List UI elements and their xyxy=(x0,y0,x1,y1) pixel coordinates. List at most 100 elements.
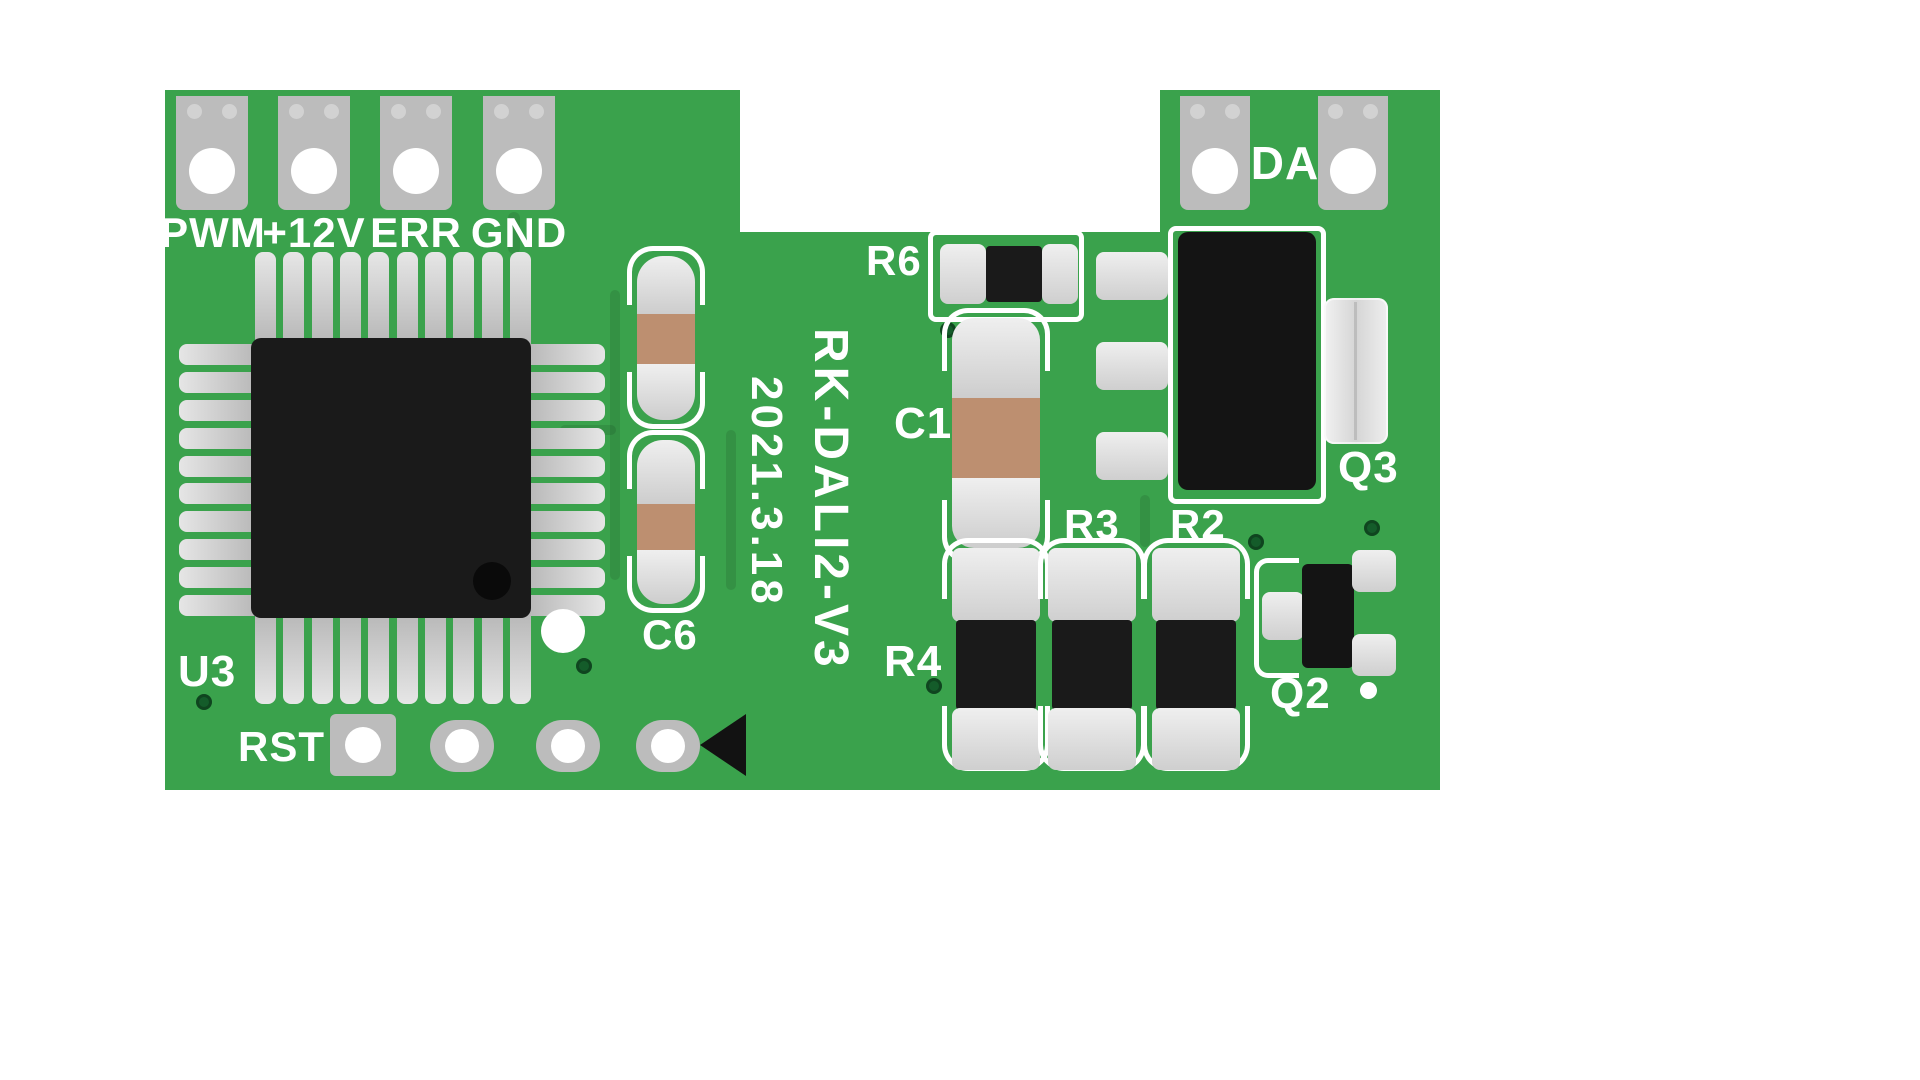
ic-pin xyxy=(424,610,446,704)
connector-pad-gnd xyxy=(483,96,555,210)
capacitor-band xyxy=(637,504,695,550)
rst-round-pad xyxy=(636,720,700,772)
mounting-hole xyxy=(541,609,585,653)
ic-pin xyxy=(311,252,333,346)
transistor-q2-body xyxy=(1302,564,1354,668)
pad-hole xyxy=(189,148,235,194)
pad-pilot-hole xyxy=(289,104,304,119)
label-12v: +12V xyxy=(262,209,366,256)
arrow-icon xyxy=(700,714,746,776)
solder-pad xyxy=(1048,548,1136,622)
label-c1: C1 xyxy=(894,399,953,448)
silkscreen-bracket xyxy=(627,372,705,429)
ic-u3-body xyxy=(251,338,531,618)
capacitor-end xyxy=(952,478,1040,548)
pad-hole xyxy=(496,148,542,194)
capacitor-end xyxy=(952,318,1040,398)
silkscreen-dot xyxy=(1360,682,1377,699)
ic-pin xyxy=(179,483,259,505)
pad-hole xyxy=(551,729,585,763)
ic-pin xyxy=(525,594,605,616)
capacitor-end xyxy=(637,550,695,604)
ic-pin xyxy=(368,252,390,346)
pad-hole xyxy=(651,729,685,763)
solder-pad xyxy=(1048,708,1136,770)
ic-pin xyxy=(179,511,259,533)
resistor-r4-body xyxy=(956,620,1036,710)
pad-pilot-hole xyxy=(529,104,544,119)
ic-pin xyxy=(481,610,503,704)
ic-pin xyxy=(525,483,605,505)
ic-pin xyxy=(179,594,259,616)
ic-pin xyxy=(396,252,418,346)
transistor-q3-body xyxy=(1178,232,1316,490)
ic-pin xyxy=(525,427,605,449)
ic-pin xyxy=(525,511,605,533)
ic-pin xyxy=(424,252,446,346)
ic-pin xyxy=(453,610,475,704)
solder-pad xyxy=(1352,550,1396,592)
q3-pin-pad xyxy=(1096,342,1168,390)
solder-pad xyxy=(1152,548,1240,622)
pad-pilot-hole xyxy=(1190,104,1205,119)
ic-pin xyxy=(509,610,531,704)
ic-pin xyxy=(339,610,361,704)
capacitor-end xyxy=(637,364,695,420)
via xyxy=(926,678,942,694)
solder-pad xyxy=(1152,708,1240,770)
pad-pilot-hole xyxy=(1225,104,1240,119)
capacitor-end xyxy=(637,256,695,314)
ic-u3-pins-left xyxy=(179,344,259,616)
copper-trace xyxy=(610,290,620,580)
ic-pin xyxy=(368,610,390,704)
ic-pin xyxy=(255,610,276,704)
connector-pad-da-2 xyxy=(1318,96,1388,210)
ic-pin xyxy=(283,610,305,704)
rst-round-pad xyxy=(536,720,600,772)
solder-pad xyxy=(1042,244,1078,304)
silkscreen-bracket xyxy=(627,430,705,489)
silkscreen-bracket xyxy=(942,308,1050,371)
ic-pin xyxy=(311,610,333,704)
pad-pilot-hole xyxy=(426,104,441,119)
solder-pad xyxy=(952,708,1040,770)
pin1-dot xyxy=(473,562,511,600)
pad-pilot-hole xyxy=(324,104,339,119)
via xyxy=(576,658,592,674)
pad-hole xyxy=(291,148,337,194)
ic-pin xyxy=(525,371,605,393)
connector-pad-pwm xyxy=(176,96,248,210)
silkscreen-outline-q3 xyxy=(1168,226,1326,504)
ic-pin xyxy=(179,567,259,588)
capacitor-band xyxy=(952,398,1040,478)
connector-pad-12v xyxy=(278,96,350,210)
capacitor-c6-b xyxy=(637,440,695,604)
ic-pin xyxy=(396,610,418,704)
ic-u3-pins-right xyxy=(525,344,605,616)
ic-pin xyxy=(525,567,605,588)
copper-trace xyxy=(1140,495,1150,547)
pad-pilot-hole xyxy=(187,104,202,119)
rst-square-pad xyxy=(330,714,396,776)
solder-pad xyxy=(1352,634,1396,676)
ic-pin xyxy=(179,399,259,421)
label-r6: R6 xyxy=(866,237,922,284)
silkscreen-bracket xyxy=(627,556,705,613)
ic-pin xyxy=(525,539,605,561)
silkscreen-bracket xyxy=(942,538,1050,599)
label-rst: RST xyxy=(238,723,325,770)
pad-hole xyxy=(1192,148,1238,194)
label-pwm: PWM xyxy=(160,209,266,256)
label-c6: C6 xyxy=(642,611,698,658)
pad-hole xyxy=(445,729,479,763)
rst-round-pad xyxy=(430,720,494,772)
pad-hole xyxy=(393,148,439,194)
ic-pin xyxy=(179,371,259,393)
capacitor-c1 xyxy=(952,318,1040,548)
ic-pin xyxy=(179,427,259,449)
label-u3: U3 xyxy=(178,647,237,696)
ic-pin xyxy=(179,344,259,365)
capacitor-end xyxy=(637,440,695,504)
capacitor-c6-a xyxy=(637,256,695,420)
